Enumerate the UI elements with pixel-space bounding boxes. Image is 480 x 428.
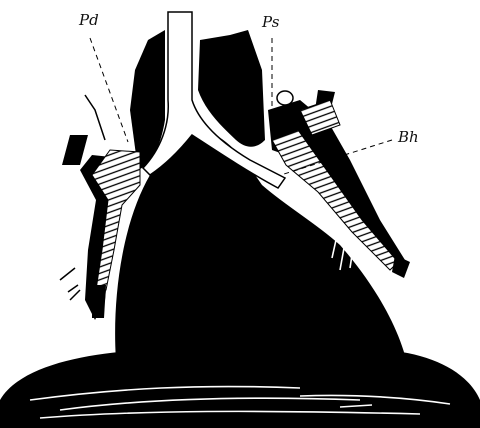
- left-stub: [62, 135, 88, 165]
- label-pd: Pd: [79, 13, 99, 28]
- right-vessel-opening: [277, 91, 293, 105]
- leader-line-pd: [90, 38, 128, 142]
- left-lower-stub: [92, 285, 106, 318]
- label-bh: Bh: [398, 130, 419, 145]
- right-lower-stub: [392, 255, 410, 278]
- label-ps: Ps: [262, 15, 279, 30]
